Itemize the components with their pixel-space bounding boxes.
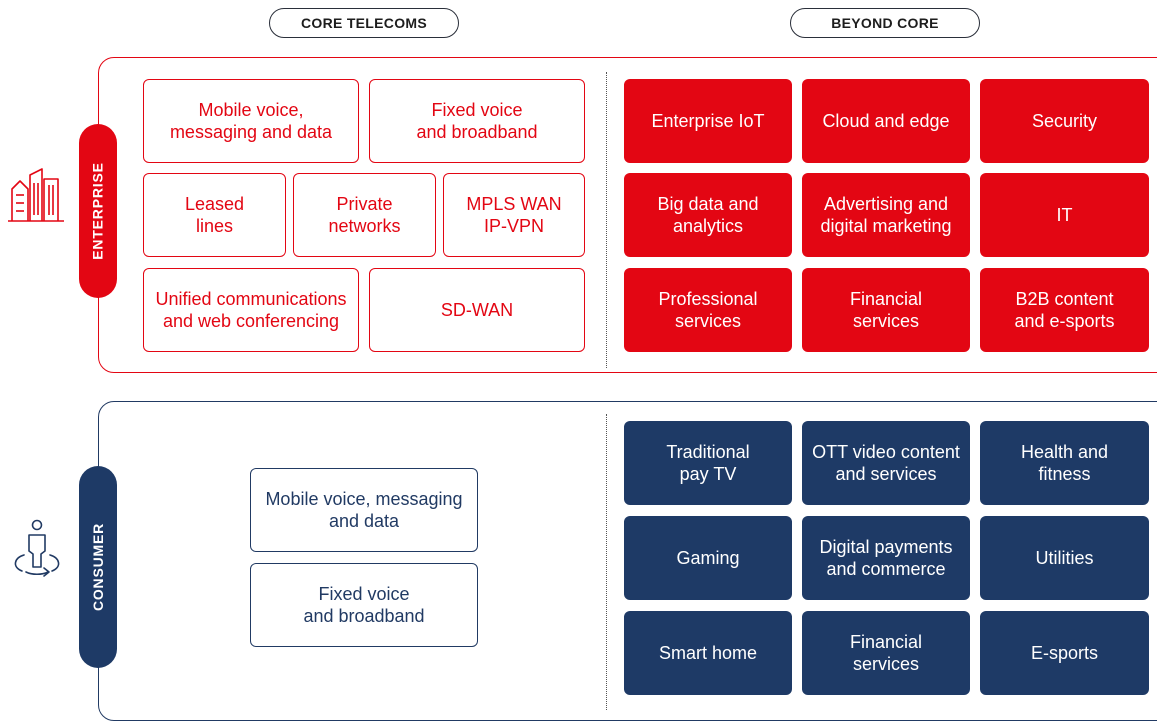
consumer-beyond-box: Traditional pay TV [624, 421, 792, 505]
consumer-beyond-box: Digital payments and commerce [802, 516, 970, 600]
enterprise-beyond-box: Cloud and edge [802, 79, 970, 163]
enterprise-beyond-box: Advertising and digital marketing [802, 173, 970, 257]
enterprise-beyond-box: Enterprise IoT [624, 79, 792, 163]
consumer-beyond-box: Financial services [802, 611, 970, 695]
enterprise-core-box: Unified communications and web conferenc… [143, 268, 359, 352]
enterprise-core-box: MPLS WAN IP-VPN [443, 173, 585, 257]
enterprise-beyond-box: IT [980, 173, 1149, 257]
enterprise-beyond-box: Security [980, 79, 1149, 163]
consumer-divider [606, 414, 607, 710]
enterprise-beyond-box: B2B content and e-sports [980, 268, 1149, 352]
consumer-core-box: Fixed voice and broadband [250, 563, 478, 647]
person-location-icon [14, 519, 60, 577]
consumer-tab: CONSUMER [79, 466, 117, 668]
consumer-beyond-box: E-sports [980, 611, 1149, 695]
consumer-beyond-box: Smart home [624, 611, 792, 695]
enterprise-core-box: Leased lines [143, 173, 286, 257]
consumer-beyond-box: Gaming [624, 516, 792, 600]
building-icon [8, 168, 64, 222]
beyond-core-header: BEYOND CORE [790, 8, 980, 38]
enterprise-label: ENTERPRISE [90, 162, 106, 260]
enterprise-core-box: SD-WAN [369, 268, 585, 352]
enterprise-tab: ENTERPRISE [79, 124, 117, 298]
enterprise-beyond-box: Financial services [802, 268, 970, 352]
consumer-core-box: Mobile voice, messaging and data [250, 468, 478, 552]
core-telecoms-header: CORE TELECOMS [269, 8, 459, 38]
consumer-beyond-box: OTT video content and services [802, 421, 970, 505]
enterprise-divider [606, 72, 607, 368]
enterprise-core-box: Fixed voice and broadband [369, 79, 585, 163]
consumer-beyond-box: Health and fitness [980, 421, 1149, 505]
consumer-label: CONSUMER [90, 522, 107, 612]
enterprise-beyond-box: Big data and analytics [624, 173, 792, 257]
consumer-beyond-box: Utilities [980, 516, 1149, 600]
enterprise-core-box: Mobile voice, messaging and data [143, 79, 359, 163]
enterprise-beyond-box: Professional services [624, 268, 792, 352]
enterprise-core-box: Private networks [293, 173, 436, 257]
